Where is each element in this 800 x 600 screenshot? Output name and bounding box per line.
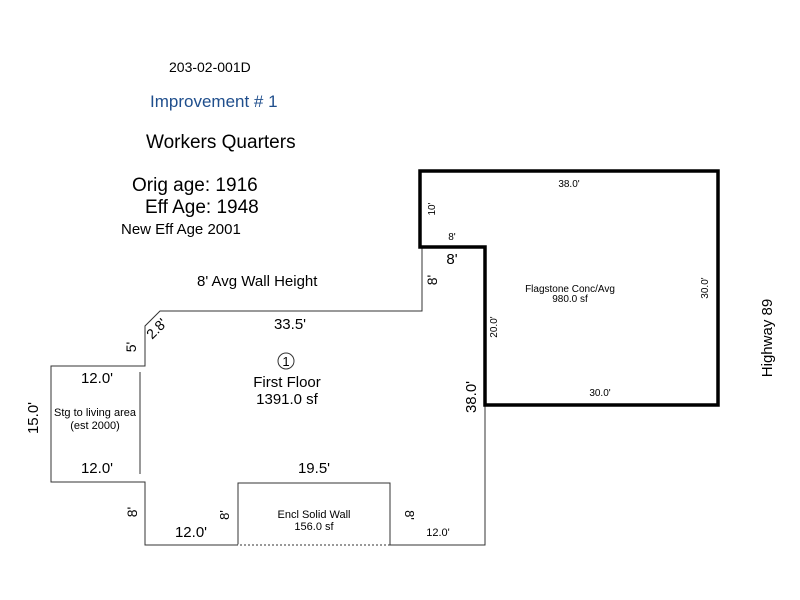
dim-step-horizontal: 8' <box>446 251 457 268</box>
dim-bottom-left: 12.0' <box>175 524 207 541</box>
flagstone-dim-top: 38.0' <box>558 179 579 190</box>
first-floor-marker-circle <box>277 352 295 370</box>
dim-bottom-right: 12.0' <box>426 527 450 539</box>
flagstone-dim-right: 30.0' <box>700 277 711 298</box>
dim-diag: 2.8' <box>143 315 170 342</box>
dim-right: 38.0' <box>463 381 480 413</box>
dim-left-top-width: 12.0' <box>81 370 113 387</box>
dim-left-bottom-width: 12.0' <box>81 460 113 477</box>
dim-top: 33.5' <box>274 316 306 333</box>
enclosed-name: Encl Solid Wall <box>278 509 351 521</box>
flagstone-name: Flagstone Conc/Avg <box>525 284 615 295</box>
new-eff-age: New Eff Age 2001 <box>121 221 241 238</box>
dim-left-lower: 8' <box>124 507 140 517</box>
first-floor-area: 1391.0 sf <box>256 391 319 408</box>
wall-height-label: 8' Avg Wall Height <box>197 273 318 290</box>
flagstone-dim-left-lower: 20.0' <box>489 316 500 337</box>
road-label: Highway 89 <box>759 299 776 377</box>
dim-left-short: 5' <box>123 342 139 352</box>
dim-notch-right: 8' <box>402 510 417 520</box>
building-name: Workers Quarters <box>146 132 296 153</box>
enclosed-area: 156.0 sf <box>294 521 334 533</box>
flagstone-outline <box>418 169 720 407</box>
parcel-id: 203-02-001D <box>169 59 251 75</box>
flagstone-dim-step: 8' <box>448 232 456 243</box>
first-floor-marker: 1 <box>282 354 289 369</box>
dim-left-height: 15.0' <box>25 402 42 434</box>
first-floor-name: First Floor <box>253 374 321 391</box>
improvement-label: Improvement # 1 <box>150 92 278 111</box>
dim-upper-step: 8' <box>424 275 440 285</box>
dim-notch-left: 8' <box>217 510 232 520</box>
stair-note-line1: Stg to living area <box>54 407 137 419</box>
dim-notch-top: 19.5' <box>298 460 330 477</box>
flagstone-dim-left-upper: 10' <box>427 202 438 215</box>
flagstone-dim-bottom: 30.0' <box>589 388 610 399</box>
orig-age: Orig age: 1916 <box>132 175 258 196</box>
flagstone-area: 980.0 sf <box>552 294 588 305</box>
eff-age: Eff Age: 1948 <box>145 197 259 218</box>
stair-note-line2: (est 2000) <box>70 420 120 432</box>
first-floor-outline <box>50 245 486 546</box>
